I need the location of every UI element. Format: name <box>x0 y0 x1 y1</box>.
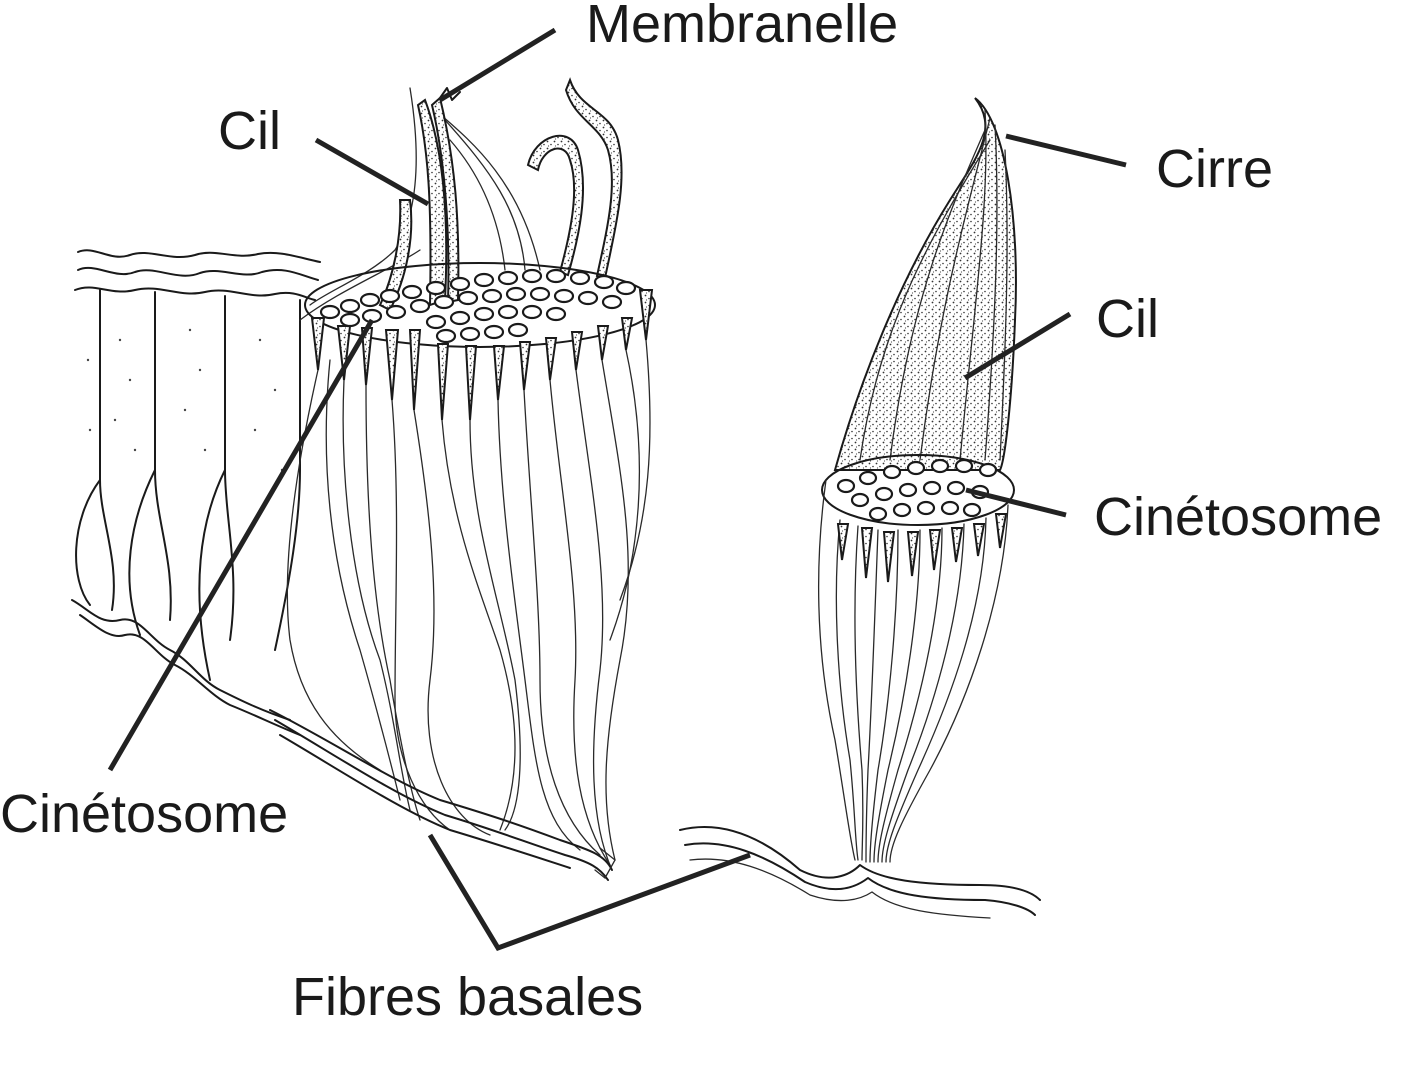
leader-cil-right <box>963 311 1072 381</box>
label-cinetosome-left: Cinétosome <box>0 784 289 844</box>
epithelial-cells <box>71 249 321 736</box>
label-cil-left: Cil <box>218 101 281 161</box>
leader-membranelle <box>438 27 557 103</box>
cirrus-structure <box>679 97 1041 919</box>
leader-cirre <box>1005 133 1127 168</box>
left-fibre-bundles <box>269 339 651 881</box>
leader-cinetosome-right <box>965 487 1067 518</box>
leader-lines <box>107 27 1127 952</box>
membranelle-structure <box>299 77 623 321</box>
label-cinetosome-right: Cinétosome <box>1094 487 1383 547</box>
label-membranelle: Membranelle <box>586 0 899 54</box>
label-fibres-basales: Fibres basales <box>292 967 644 1027</box>
label-cirre: Cirre <box>1156 139 1273 199</box>
label-cil-right: Cil <box>1096 289 1159 349</box>
kinetosome-plate-left <box>304 262 656 421</box>
leader-fibres-basales <box>427 833 751 952</box>
leader-cinetosome-left <box>107 318 375 772</box>
leader-cil-left <box>314 137 430 207</box>
